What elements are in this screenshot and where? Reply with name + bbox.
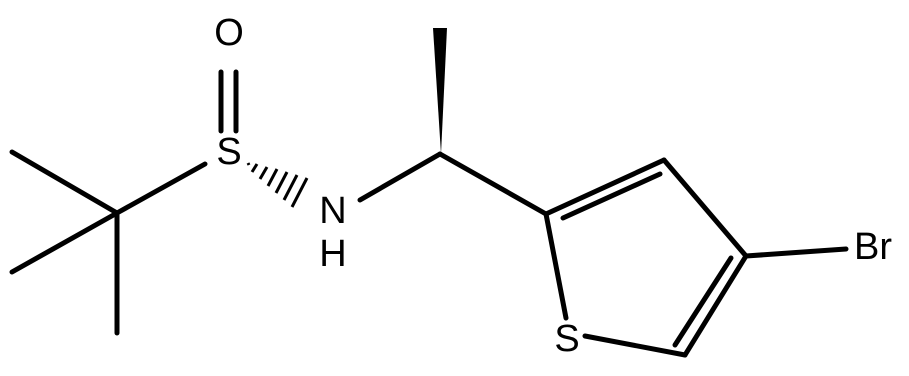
bond-tbu-methyl-upper bbox=[9, 149, 120, 216]
atom-nitrogen: N bbox=[319, 190, 346, 232]
bond-ring-c2-c3-inner bbox=[560, 171, 663, 221]
bond-ring-c5-s bbox=[582, 333, 688, 358]
atom-bromine: Br bbox=[854, 226, 892, 268]
bond-ring-c2-c3 bbox=[543, 157, 667, 217]
atom-oxygen: O bbox=[214, 12, 244, 54]
atom-nitrogen-hydrogen: H bbox=[319, 233, 346, 275]
atom-ring-sulfur: S bbox=[554, 318, 579, 360]
bond-ring-c4-c5 bbox=[682, 253, 749, 358]
bond-c4-to-bromine bbox=[743, 246, 849, 259]
bond-s-n-hashed-wedge bbox=[246, 162, 309, 208]
bond-ring-c4-c5-inner bbox=[672, 255, 734, 348]
bond-tbu-to-sulfur bbox=[114, 161, 208, 216]
bond-chiral-carbon-to-thiophene bbox=[437, 151, 549, 217]
bond-chiral-methyl-wedge bbox=[433, 28, 447, 154]
bond-n-to-chiral-carbon bbox=[357, 151, 443, 203]
bond-tbu-methyl-lower bbox=[9, 210, 120, 275]
bond-ring-c3-c4 bbox=[661, 157, 749, 259]
bond-ring-s-c2 bbox=[543, 211, 569, 321]
atom-sulfinyl-sulfur: S bbox=[216, 131, 241, 173]
